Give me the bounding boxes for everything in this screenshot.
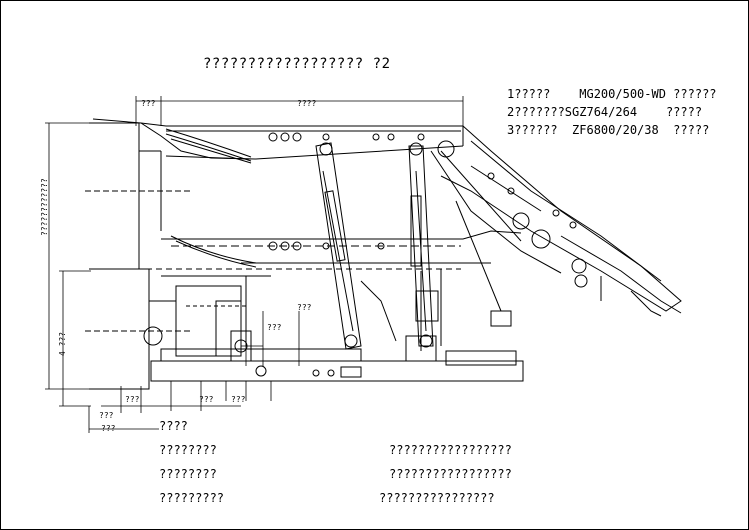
dim-inner-2: ???	[267, 323, 282, 332]
note-left-2: ????????	[159, 467, 217, 481]
spec-line-1: 1????? MG200/500-WD ??????	[507, 87, 717, 101]
note-right-1: ?????????????????	[389, 443, 512, 457]
dimension-lines	[45, 96, 463, 433]
coal-seam-block	[85, 123, 191, 389]
dim-bottom-4: ???	[199, 395, 214, 404]
dim-bottom-3: ???	[101, 424, 116, 433]
dim-inner-1: ???	[297, 303, 312, 312]
note-right-2: ?????????????????	[389, 467, 512, 481]
base-and-conveyor	[151, 269, 523, 381]
dim-vertical-left: ????????????	[40, 178, 49, 236]
dim-top-span: ????	[297, 99, 317, 108]
drawing-title: ?????????????????? ?2	[203, 56, 391, 72]
note-left-1: ????????	[159, 443, 217, 457]
dim-bottom-2: ???	[99, 411, 114, 420]
dim-bottom-1: ???	[125, 395, 140, 404]
spec-line-3: 3?????? ZF6800/20/38 ?????	[507, 123, 710, 137]
support-canopy	[93, 119, 463, 163]
lower-canopy	[146, 231, 521, 269]
hydraulic-legs	[316, 143, 433, 349]
dim-vertical-lower: 4 ???	[58, 331, 67, 356]
dim-top-left: ???	[141, 99, 156, 108]
dim-bottom-5: ???	[231, 395, 246, 404]
notes-heading: ????	[159, 419, 188, 433]
spec-line-2: 2???????SGZ764/264 ?????	[507, 105, 703, 119]
note-right-3: ????????????????	[379, 491, 495, 505]
note-left-3: ?????????	[159, 491, 225, 505]
front-shield-arm	[431, 126, 681, 316]
